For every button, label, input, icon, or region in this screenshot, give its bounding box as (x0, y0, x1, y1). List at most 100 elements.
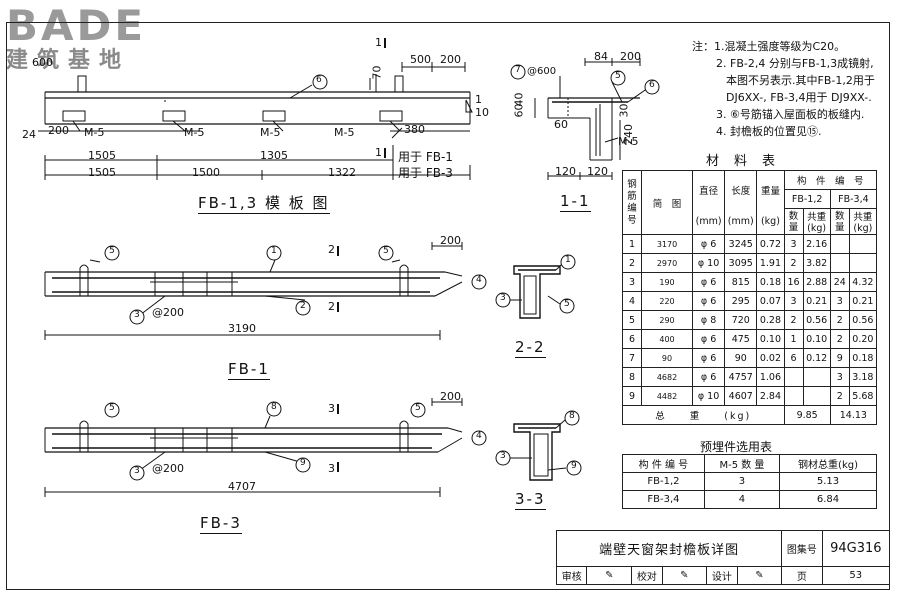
fb13-dim-24: 24 (22, 128, 36, 141)
sec11-dim-120b: 120 (587, 165, 608, 178)
mt-cell-no: 7 (622, 348, 642, 368)
mt-cell-dia: φ 6 (691, 234, 726, 254)
mt-cell-t2 (848, 234, 878, 254)
fb1-spacing: @200 (152, 306, 184, 319)
mt-cell-t1: 3.82 (802, 253, 831, 273)
fb3-cut-top: 3 (328, 402, 335, 415)
mt-cell-dia: φ 6 (691, 291, 726, 311)
et-r1-qty: 3 (703, 472, 781, 491)
sec22-marker-5-label: 5 (564, 299, 570, 309)
fb3-title: FB-3 (200, 514, 242, 534)
sec11-dim-60b: 60 (554, 118, 568, 131)
sec11-marker-7-label: 7 (515, 65, 521, 75)
mt-cell-no: 2 (622, 253, 642, 273)
fb1-marker-2 (295, 300, 311, 316)
sec11-marker-6-label: 6 (649, 80, 655, 90)
drawing-frame (6, 22, 890, 590)
mt-h-len-unit: (mm) (724, 208, 758, 235)
fb13-m5-2: M-5 (184, 126, 205, 139)
mt-cell-t1: 0.12 (802, 348, 831, 368)
sec33-marker-8 (564, 410, 580, 426)
mt-cell-wt: 0.72 (756, 234, 785, 254)
fb1-marker-3 (129, 309, 145, 325)
mt-cell-wt: 1.91 (756, 253, 785, 273)
mt-cell-t2: 4.32 (848, 272, 878, 292)
mt-cell-q1: 1 (783, 329, 804, 349)
mt-cell-t1: 2.88 (802, 272, 831, 292)
fb3-spacing: @200 (152, 462, 184, 475)
mt-h-qty2: 数量 (829, 208, 850, 235)
mt-h-tot2: 共重(kg) (848, 208, 878, 235)
et-r1-wt: 5.13 (779, 472, 877, 491)
sec11-marker-7 (510, 64, 526, 80)
tb-title: 端壁天窗架封檐板详图 (555, 530, 783, 567)
mt-cell-sketch: 220 (641, 291, 693, 311)
fb1-marker-5a-label: 5 (109, 246, 115, 256)
mt-cell-dia: φ 10 (691, 386, 726, 406)
mt-cell-sketch: 90 (641, 348, 693, 368)
mt-total-2: 14.13 (829, 405, 878, 425)
et-r2-wt: 6.84 (779, 490, 877, 509)
mt-h-dia-unit: (mm) (691, 208, 726, 235)
fb13-dim-1505a: 1505 (88, 149, 116, 162)
mt-cell-len: 3095 (724, 253, 758, 273)
mt-cell-no: 4 (622, 291, 642, 311)
tb-design-sign: ✎ (736, 566, 783, 585)
fb13-dim-380: 380 (404, 123, 425, 136)
fb1-marker-4 (471, 274, 487, 290)
sec33-title: 3-3 (515, 490, 546, 510)
mt-cell-q2: 24 (829, 272, 850, 292)
mt-cell-dia: φ 8 (691, 310, 726, 330)
mt-cell-len: 3245 (724, 234, 758, 254)
sec11-dim-60: 60 (512, 103, 526, 118)
note-line-6: 4. 封檐板的位置见⑮. (716, 125, 822, 138)
mt-cell-t1: 0.21 (802, 291, 831, 311)
mt-cell-t1 (802, 386, 831, 406)
section-1-1 (534, 58, 649, 180)
sec11-dim-30: 30 (617, 103, 631, 118)
tb-check-sign: ✎ (661, 566, 708, 585)
mt-cell-wt: 0.07 (756, 291, 785, 311)
fb3-marker-5a (104, 402, 120, 418)
fb3-marker-9 (295, 457, 311, 473)
et-r2-member: FB-3,4 (622, 490, 705, 509)
note-line-5: 3. ⑥号筋锚入屋面板的板缝内. (716, 108, 865, 121)
mt-cell-q2 (829, 234, 850, 254)
mt-cell-t1 (802, 367, 831, 387)
watermark-line2: 建筑基地 (6, 48, 131, 73)
mt-h-tot1: 共重(kg) (802, 208, 831, 235)
fb13-cut-right: 1 (475, 93, 482, 106)
mt-h-wt-unit: (kg) (756, 208, 785, 235)
mt-cell-no: 8 (622, 367, 642, 387)
fb3-marker-3-label: 3 (134, 466, 140, 476)
mt-cell-q1: 6 (783, 348, 804, 368)
mt-h-barno: 钢筋编号 (622, 170, 642, 235)
mt-cell-no: 1 (622, 234, 642, 254)
fb1-elevation (44, 242, 463, 340)
sec11-m5: M-5 (618, 135, 639, 148)
fb3-marker-9-label: 9 (300, 458, 306, 468)
fb13-elevation (38, 38, 473, 180)
sec33-marker-3 (495, 450, 511, 466)
sec11-dim-200: 200 (620, 50, 641, 63)
fb1-marker-2-label: 2 (300, 301, 306, 311)
mt-cell-t2: 0.18 (848, 348, 878, 368)
material-table: 钢筋编号 简 图 直径 长度 重量 构 件 编 号 FB-1,2 FB-3,4 … (622, 170, 878, 425)
mt-cell-no: 9 (622, 386, 642, 406)
mt-cell-t2: 0.56 (848, 310, 878, 330)
mt-cell-q2: 2 (829, 310, 850, 330)
mt-cell-wt: 0.02 (756, 348, 785, 368)
mt-cell-t2 (848, 253, 878, 273)
mt-cell-len: 4757 (724, 367, 758, 387)
fb13-dim-1505b: 1505 (88, 166, 116, 179)
sec22-marker-1 (560, 254, 576, 270)
sec11-dim-120a: 120 (555, 165, 576, 178)
mt-cell-len: 720 (724, 310, 758, 330)
mt-h-dia: 直径 (691, 170, 726, 209)
mt-cell-sketch: 4482 (641, 386, 693, 406)
sec22-marker-5 (559, 298, 575, 314)
